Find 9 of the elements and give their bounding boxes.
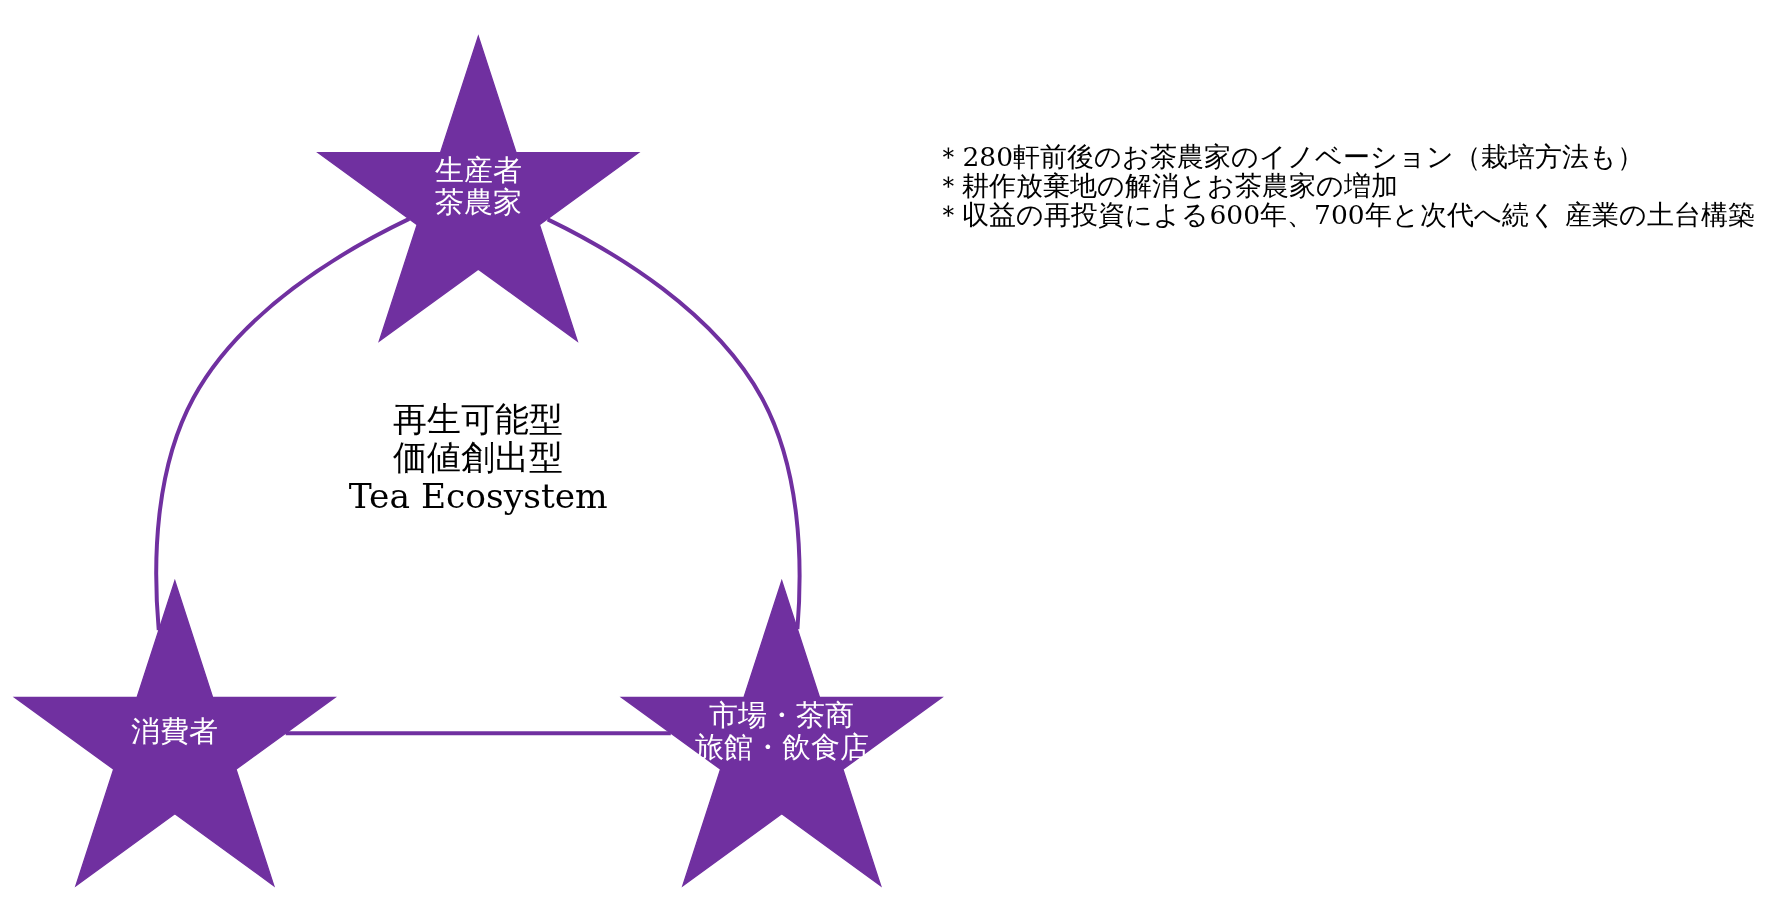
label: ＊280軒前後のお茶農家のイノベーション（栽培方法も）: [934, 141, 1644, 173]
label: 再生可能型: [392, 398, 563, 439]
label: ＊収益の再投資による600年、700年と次代へ続く 産業の土台構築: [934, 199, 1755, 231]
connector: [546, 217, 802, 630]
label: ＊耕作放棄地の解消とお茶農家の増加: [934, 170, 1398, 202]
label: 価値創出型: [392, 437, 563, 478]
label: Tea Ecosystem: [348, 475, 608, 516]
connector: [285, 731, 671, 736]
connector: [153, 217, 410, 631]
